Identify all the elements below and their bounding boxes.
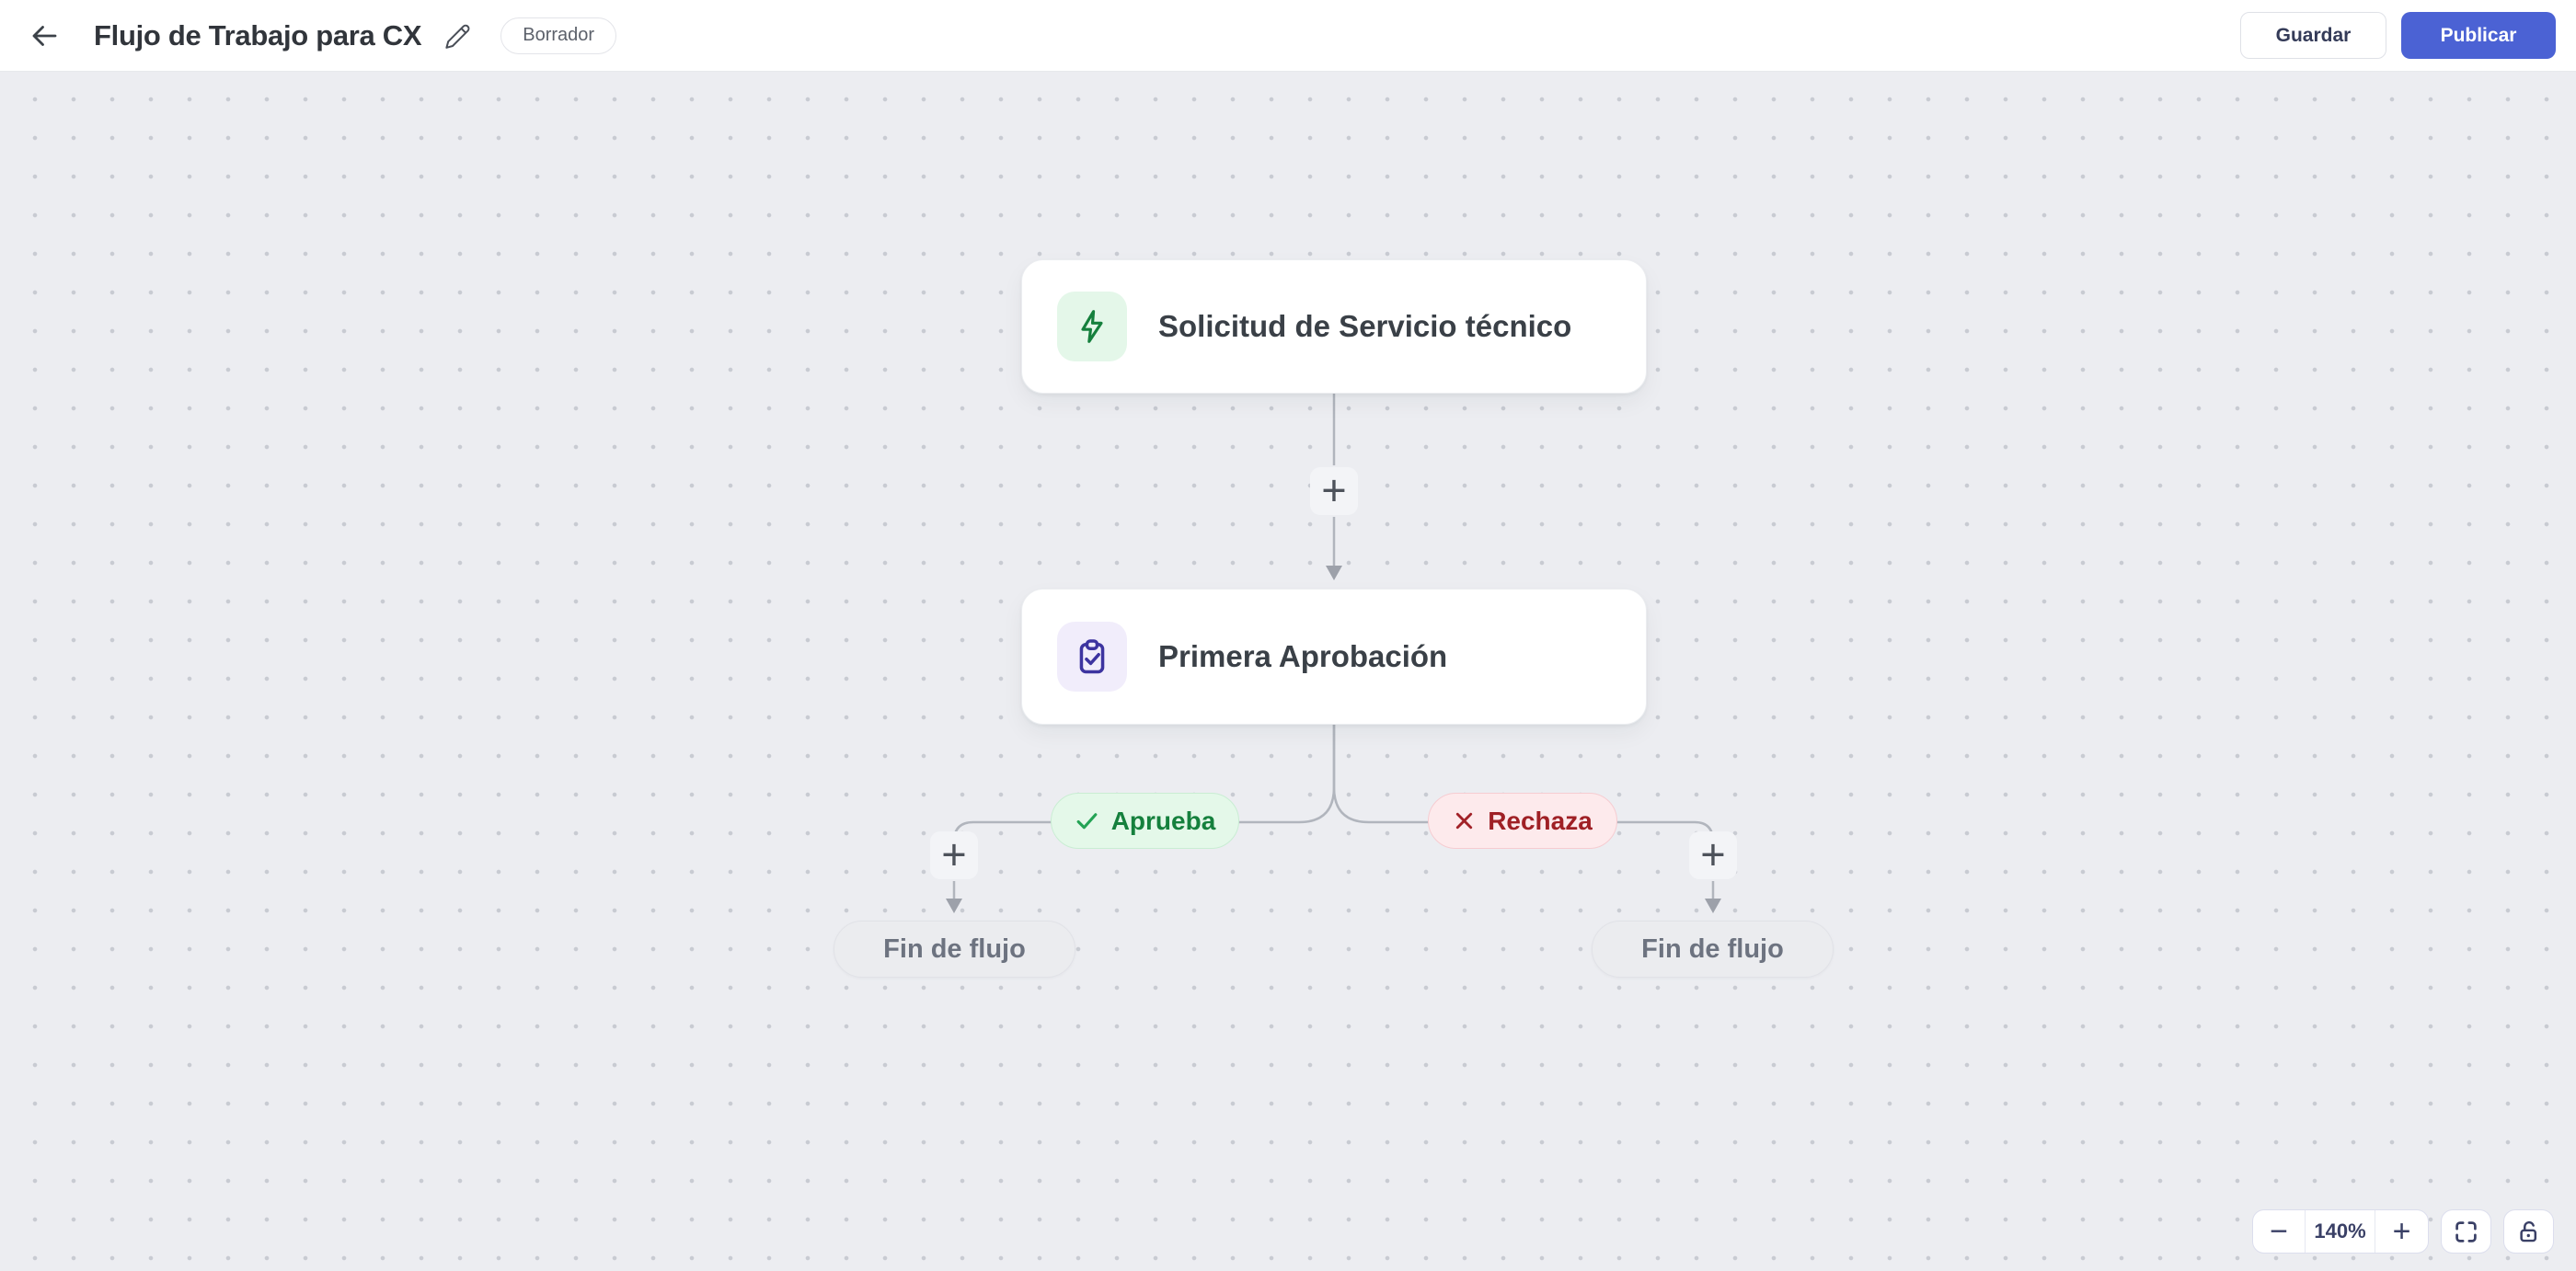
add-step-button-reject[interactable]: + [1689, 831, 1737, 879]
lock-canvas-button[interactable] [2503, 1209, 2554, 1254]
add-step-button-middle[interactable]: + [1310, 467, 1358, 515]
clipboard-check-icon [1079, 639, 1105, 674]
status-badge: Borrador [500, 17, 617, 54]
end-node-left-label: Fin de flujo [883, 933, 1026, 964]
connector-edges [946, 394, 1721, 913]
fit-screen-icon [2455, 1220, 2477, 1242]
zoom-out-button[interactable]: − [2253, 1210, 2305, 1253]
publish-button[interactable]: Publicar [2401, 12, 2556, 59]
trigger-node[interactable]: Solicitud de Servicio técnico [1021, 259, 1647, 394]
back-button[interactable] [24, 16, 64, 56]
branch-approve-pill[interactable]: Aprueba [1051, 793, 1239, 849]
branch-reject-pill[interactable]: Rechaza [1428, 793, 1617, 849]
branch-reject-label: Rechaza [1488, 806, 1593, 835]
approval-node-label: Primera Aprobación [1158, 639, 1448, 673]
plus-icon: + [1321, 464, 1347, 514]
lock-open-icon [2520, 1220, 2537, 1242]
approval-icon-tile [1057, 622, 1127, 692]
edit-title-button[interactable] [438, 17, 477, 55]
fit-to-screen-button[interactable] [2441, 1209, 2491, 1254]
zoom-controls: − 140% + [2252, 1209, 2554, 1254]
check-icon [1076, 813, 1098, 830]
approval-node[interactable]: Primera Aprobación [1021, 589, 1647, 725]
x-icon [1456, 812, 1473, 830]
save-button[interactable]: Guardar [2240, 12, 2386, 59]
plus-icon: + [941, 829, 967, 878]
add-step-button-approve[interactable]: + [930, 831, 978, 879]
top-bar: Flujo de Trabajo para CX Borrador Guarda… [0, 0, 2576, 72]
lightning-icon [1081, 310, 1103, 343]
trigger-node-label: Solicitud de Servicio técnico [1158, 309, 1572, 343]
zoom-in-button[interactable]: + [2375, 1210, 2428, 1253]
end-node-right-label: Fin de flujo [1641, 933, 1784, 964]
pencil-icon [445, 24, 470, 49]
zoom-group: − 140% + [2252, 1209, 2429, 1254]
plus-icon: + [1700, 829, 1726, 878]
end-node-left[interactable]: Fin de flujo [834, 921, 1075, 978]
arrow-left-icon [32, 25, 57, 46]
trigger-icon-tile [1057, 292, 1127, 361]
end-node-right[interactable]: Fin de flujo [1592, 921, 1834, 978]
zoom-level-indicator[interactable]: 140% [2305, 1210, 2375, 1253]
workflow-canvas[interactable]: Solicitud de Servicio técnico + Primera … [0, 72, 2576, 1271]
workflow-title: Flujo de Trabajo para CX [94, 18, 422, 52]
branch-approve-label: Aprueba [1110, 806, 1216, 835]
